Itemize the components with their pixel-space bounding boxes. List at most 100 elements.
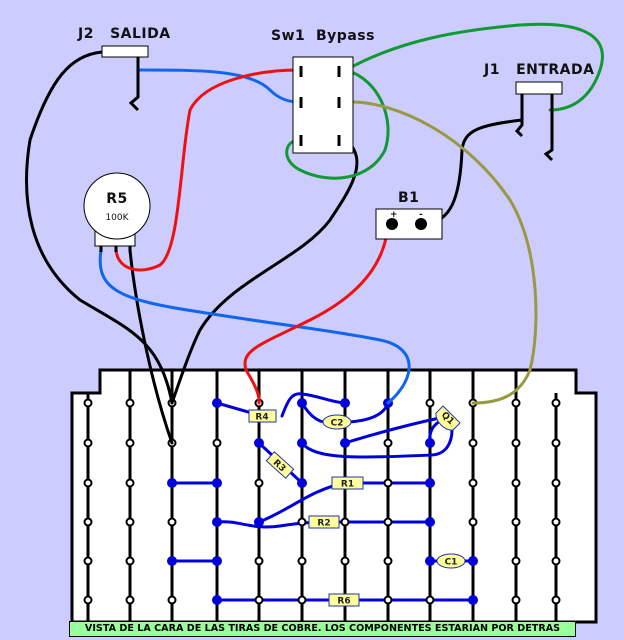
battery-b1[interactable]: + - [375, 208, 443, 240]
b1-minus-terminal[interactable] [415, 218, 427, 230]
solder-joint [297, 478, 307, 488]
resistor-r1[interactable]: R1 [331, 476, 364, 490]
hole [468, 478, 478, 488]
solder-joint [212, 517, 222, 527]
hole [511, 398, 521, 408]
solder-joint [212, 478, 222, 488]
hole [468, 438, 478, 448]
hole [551, 595, 561, 605]
potentiometer-r5[interactable]: R5 100K [83, 172, 151, 252]
hole [125, 556, 135, 566]
hole [425, 398, 435, 408]
solder-joint [254, 438, 264, 448]
switch-sw1[interactable] [292, 56, 354, 154]
solder-joint [425, 438, 435, 448]
hole [297, 517, 307, 527]
wire-olive-sw1-q1 [344, 100, 538, 405]
wire-black-sw1 [170, 138, 359, 405]
hole [254, 478, 264, 488]
hole [383, 517, 393, 527]
r6-label: R6 [337, 597, 350, 607]
j2-label: J2 SALIDA [77, 26, 171, 42]
hole [511, 517, 521, 527]
r1-label: R1 [341, 480, 354, 490]
hole [340, 556, 350, 566]
hole [125, 517, 135, 527]
solder-joint [425, 517, 435, 527]
hole [551, 438, 561, 448]
solder-joint [468, 556, 478, 566]
wire-red-b1 [243, 222, 390, 405]
resistor-r6[interactable]: R6 [328, 593, 360, 607]
hole [383, 438, 393, 448]
hole [254, 595, 264, 605]
solder-joint [212, 556, 222, 566]
hole [83, 517, 93, 527]
c2-label: C2 [331, 419, 344, 429]
wire-green-sw1-loop [285, 68, 390, 180]
hole [167, 595, 177, 605]
hole [511, 438, 521, 448]
solder-joint [468, 595, 478, 605]
hole [551, 556, 561, 566]
hole [212, 438, 222, 448]
wire-black-b1 [423, 118, 524, 226]
hole [125, 595, 135, 605]
j1-label: J1 ENTRADA [483, 62, 594, 78]
hole [551, 517, 561, 527]
copper-strips [86, 370, 558, 622]
wire-green-j1-sw1 [344, 22, 604, 112]
solder-joint [254, 517, 264, 527]
hole [125, 478, 135, 488]
solder-joint [212, 595, 222, 605]
lead-q1-3 [300, 428, 454, 459]
hole [383, 595, 393, 605]
hole [125, 438, 135, 448]
hole [551, 478, 561, 488]
hole [383, 478, 393, 488]
solder-joint [167, 478, 177, 488]
hole [383, 556, 393, 566]
hole [551, 398, 561, 408]
r5-value: 100K [105, 213, 129, 223]
resistor-r4[interactable]: R4 [248, 409, 277, 423]
caption: VISTA DE LA CARA DE LAS TIRAS DE COBRE. … [69, 621, 576, 637]
hole [83, 398, 93, 408]
hole [511, 595, 521, 605]
r2-label: R2 [317, 519, 330, 529]
wire-red-r5 [114, 68, 301, 272]
lead-r4-right [280, 392, 347, 418]
solder-joint [340, 398, 350, 408]
resistor-r2[interactable]: R2 [308, 515, 340, 529]
hole [511, 478, 521, 488]
jack-j2[interactable] [101, 45, 149, 112]
solder-joint [425, 478, 435, 488]
solder-joint [425, 556, 435, 566]
hole [297, 595, 307, 605]
hole [254, 556, 264, 566]
solder-joint [297, 398, 307, 408]
solder-joint [167, 556, 177, 566]
wire-blue-j2-sw1 [138, 68, 301, 104]
hole [167, 517, 177, 527]
hole [297, 556, 307, 566]
hole [340, 517, 350, 527]
r4-label: R4 [255, 413, 268, 423]
sw1-label: Sw1 Bypass [271, 28, 375, 44]
hole [83, 595, 93, 605]
jack-j1[interactable] [514, 81, 563, 162]
b1-label: B1 [398, 190, 419, 206]
hole [468, 517, 478, 527]
hole [511, 556, 521, 566]
transistor-q1[interactable]: Q1 [433, 405, 461, 433]
capacitor-c2[interactable]: C2 [322, 414, 352, 430]
lead-q1-1 [343, 416, 442, 445]
hole [83, 556, 93, 566]
hole [425, 595, 435, 605]
solder-joint [212, 398, 222, 408]
r5-label: R5 [106, 191, 128, 207]
hole [125, 398, 135, 408]
capacitor-c1[interactable]: C1 [436, 553, 466, 569]
b1-plus-terminal[interactable] [386, 218, 398, 230]
